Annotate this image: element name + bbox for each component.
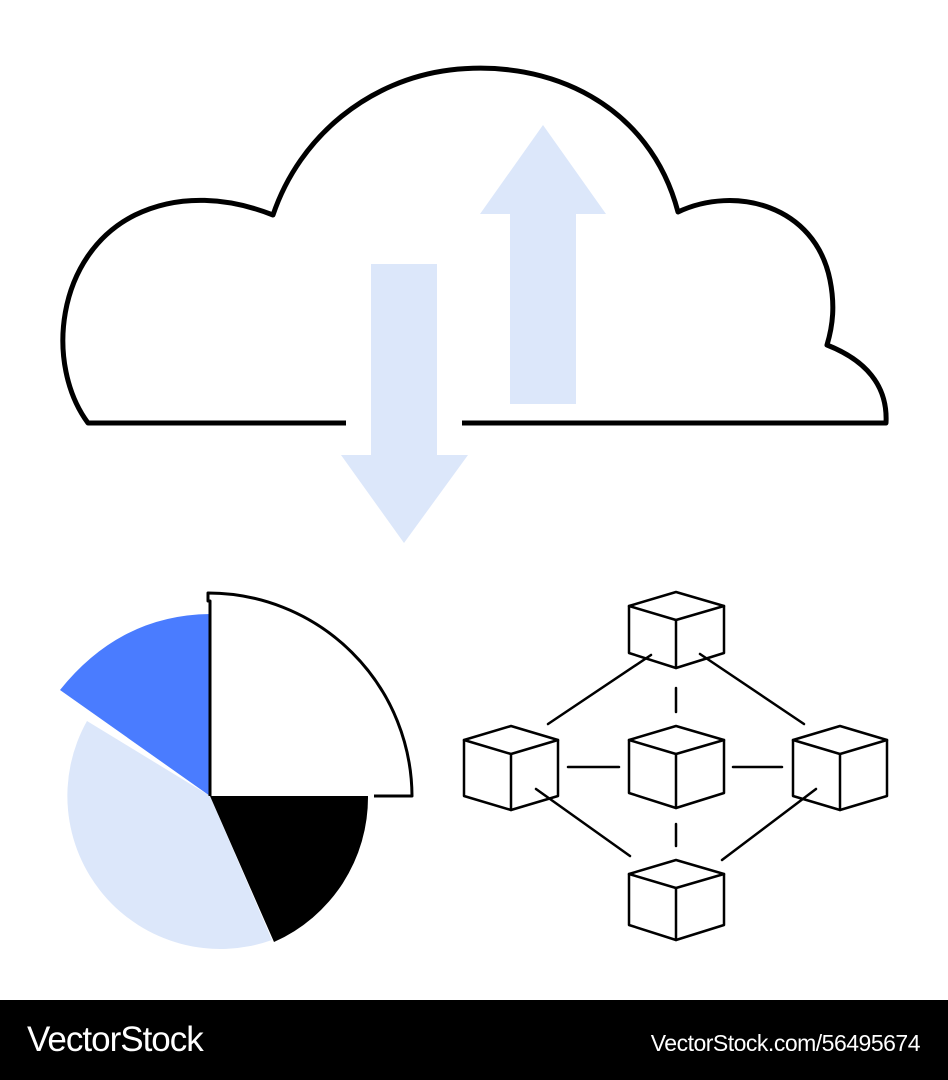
cube-icon-right: [791, 724, 889, 812]
network-links: [534, 652, 818, 862]
pie-slice-black: [210, 796, 369, 942]
cube-icon-top: [627, 590, 726, 670]
cube-icon-center: [627, 724, 726, 810]
pie-slice-light-blue: [67, 721, 272, 949]
cube-network-icon: [462, 590, 889, 942]
watermark-footer: VectorStock VectorStock.com/56495674: [0, 1000, 948, 1080]
cube-icon-left: [462, 724, 560, 812]
illustration: [60, 65, 889, 949]
upload-arrow-icon: [480, 125, 606, 404]
watermark-image-id: VectorStock.com/56495674: [650, 1030, 921, 1056]
cloud-icon: [60, 65, 889, 426]
download-arrow-icon: [341, 264, 468, 543]
pie-slice-blue: [60, 614, 210, 796]
pie-chart-icon: [60, 591, 414, 949]
pie-slice-white: [206, 591, 414, 798]
cube-icon-bottom: [627, 858, 726, 942]
watermark-brand: VectorStock: [27, 1020, 204, 1059]
